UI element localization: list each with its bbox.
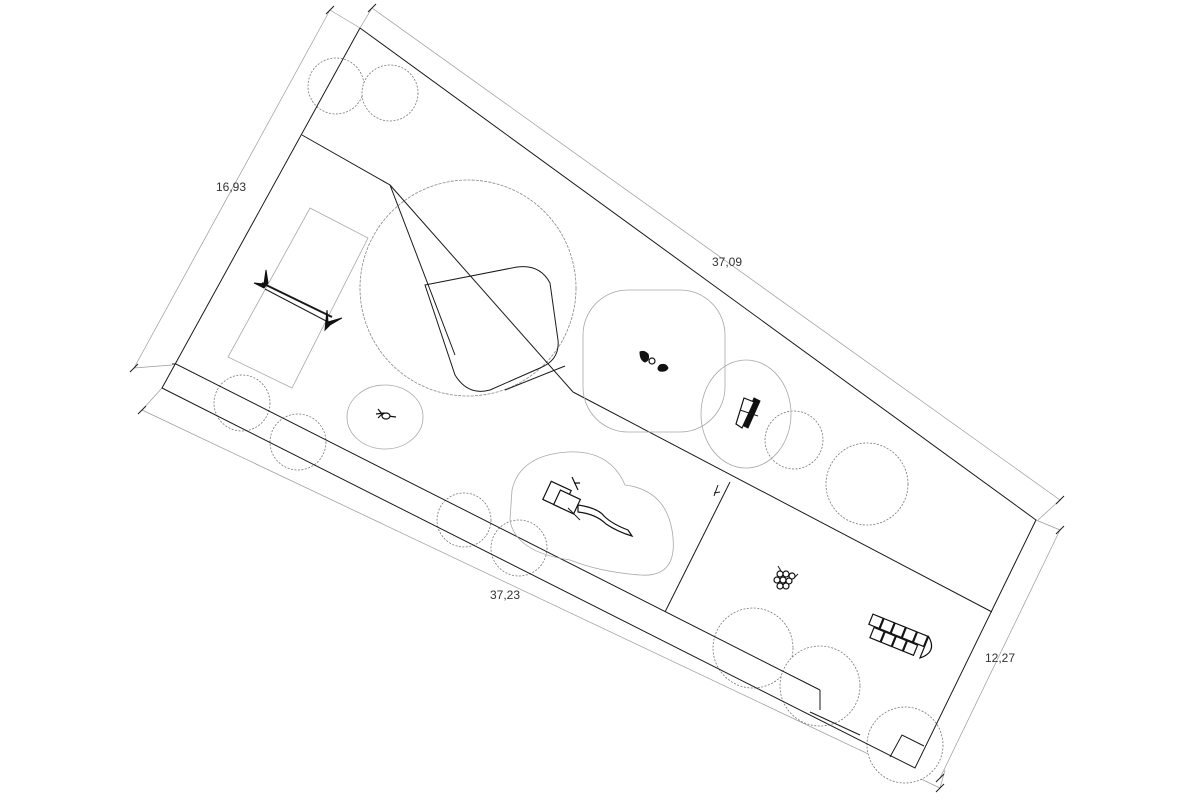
equipment — [253, 269, 933, 659]
dimension-lines — [129, 3, 1065, 793]
tree-9 — [712, 607, 794, 689]
balance-beam — [735, 397, 761, 429]
tree-10 — [779, 645, 861, 727]
tower-zone — [509, 451, 674, 576]
swing — [253, 269, 343, 332]
tree-11 — [866, 706, 944, 784]
trees — [213, 57, 944, 784]
dimension-left: 16,93 — [216, 180, 246, 194]
hopscotch — [868, 613, 933, 659]
rocker-zone — [346, 384, 424, 450]
balance-zone — [700, 359, 792, 469]
dimension-bottom: 37,23 — [490, 588, 520, 602]
tree-7 — [764, 410, 824, 470]
tree-4 — [269, 413, 327, 471]
tree-8 — [825, 442, 909, 526]
tree-6 — [490, 519, 548, 577]
play-tower-with-slide — [542, 476, 634, 538]
tree-3 — [213, 374, 271, 432]
dimension-top: 37,09 — [712, 255, 742, 269]
dimension-right: 12,27 — [985, 651, 1015, 665]
tree-2 — [361, 64, 419, 122]
tree-5 — [436, 492, 492, 548]
sign-post — [713, 484, 721, 497]
seesaw — [639, 350, 669, 372]
large-tree-canopy — [359, 179, 577, 397]
spring-rocker — [375, 408, 397, 420]
climbing-net — [773, 565, 799, 590]
site-boundary — [161, 27, 1037, 769]
swing-zone — [227, 207, 369, 389]
tree-1 — [307, 57, 365, 115]
seesaw-zone — [582, 289, 726, 433]
play-zones — [227, 207, 792, 576]
